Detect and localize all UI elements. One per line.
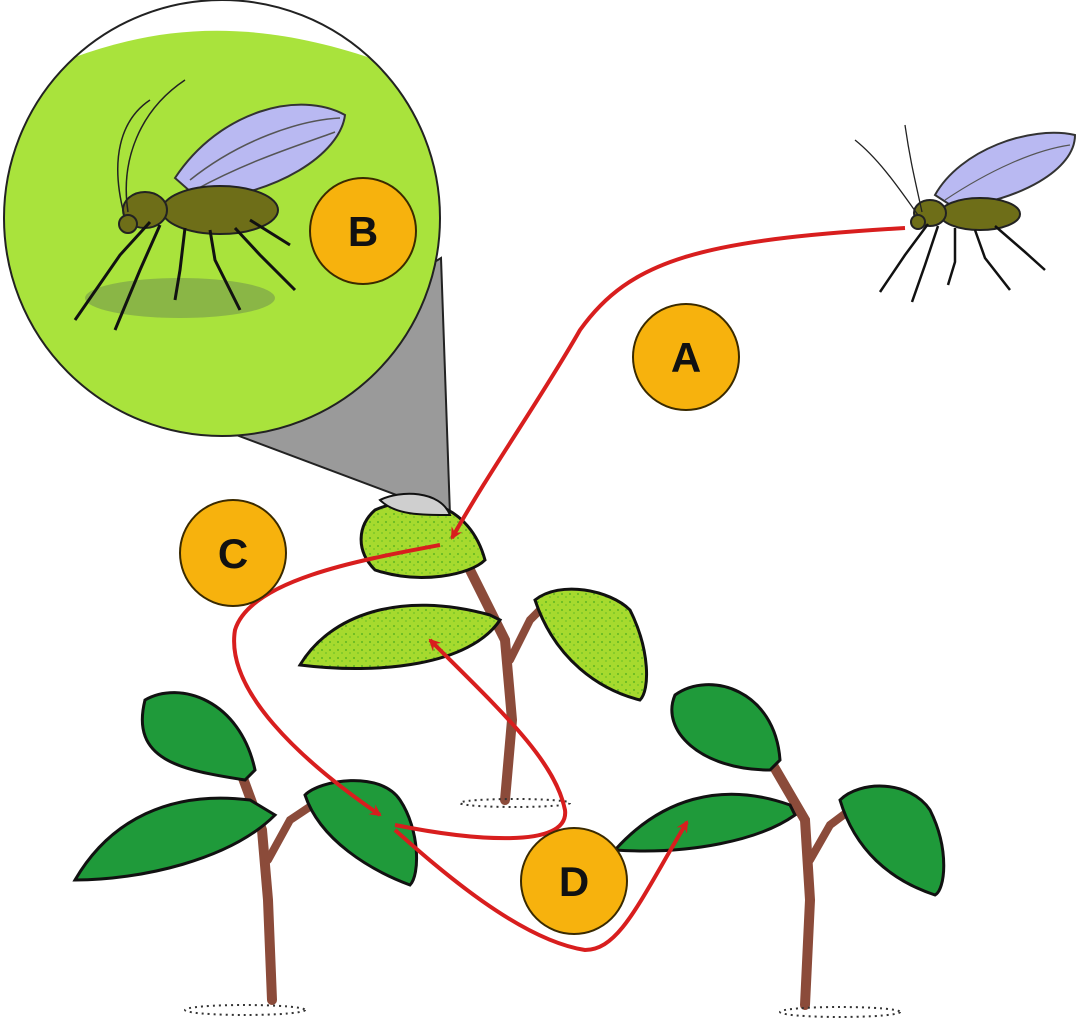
plant-icon-right xyxy=(615,685,944,1017)
label-b: B xyxy=(348,208,378,255)
label-a: A xyxy=(671,334,701,381)
label-badge-d: D xyxy=(521,828,627,934)
path-c-return-arrow xyxy=(395,640,565,838)
label-badge-c: C xyxy=(180,500,286,606)
label-c: C xyxy=(218,530,248,577)
label-d: D xyxy=(559,858,589,905)
aphid-icon xyxy=(855,125,1075,302)
plant-icon-left xyxy=(75,693,417,1015)
plant-icon-middle xyxy=(300,494,647,807)
label-badge-a: A xyxy=(633,304,739,410)
label-badge-b: B xyxy=(310,178,416,284)
